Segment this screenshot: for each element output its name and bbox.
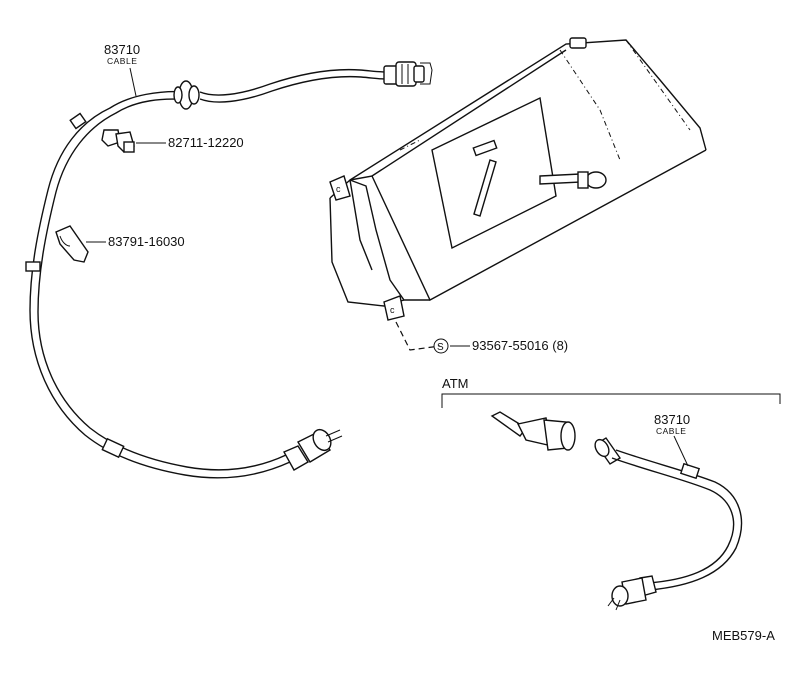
label-cable-top-number: 83710: [104, 42, 140, 57]
drawing-code: MEB579-A: [712, 628, 775, 643]
meter-connector: [383, 61, 433, 87]
speedometer-cable-main: [25, 61, 433, 479]
screw-symbol: S: [437, 342, 444, 353]
transmission-connector: [283, 428, 343, 471]
screw-symbol-circle: [433, 338, 449, 354]
svg-text:c: c: [336, 184, 341, 194]
svg-text:c: c: [390, 305, 395, 315]
label-clip-part: 82711-12220: [168, 135, 244, 150]
label-cable-atm-number: 83710: [654, 412, 690, 427]
grommet: [173, 80, 200, 110]
leader-cable-atm: [673, 435, 689, 467]
cable-clamp: [55, 225, 89, 263]
atm-adapter: [490, 411, 576, 451]
instrument-cluster: c c: [329, 37, 707, 321]
label-screw-part: 93567-55016 (8): [472, 338, 568, 353]
speedometer-cable-atm: [594, 437, 743, 611]
label-atm: ATM: [442, 376, 468, 391]
cable-clip: [101, 129, 135, 153]
meter-bulb: [539, 171, 607, 189]
leader-cable-top: [129, 67, 137, 97]
atm-bracket: [441, 393, 781, 408]
label-cable-atm-word: CABLE: [656, 426, 686, 436]
mounting-tab-bottom: c: [383, 295, 405, 321]
label-clamp-part: 83791-16030: [108, 234, 185, 249]
leader-screw: [395, 321, 441, 351]
label-cable-top-word: CABLE: [107, 56, 137, 66]
mounting-tab-left: c: [329, 175, 351, 201]
